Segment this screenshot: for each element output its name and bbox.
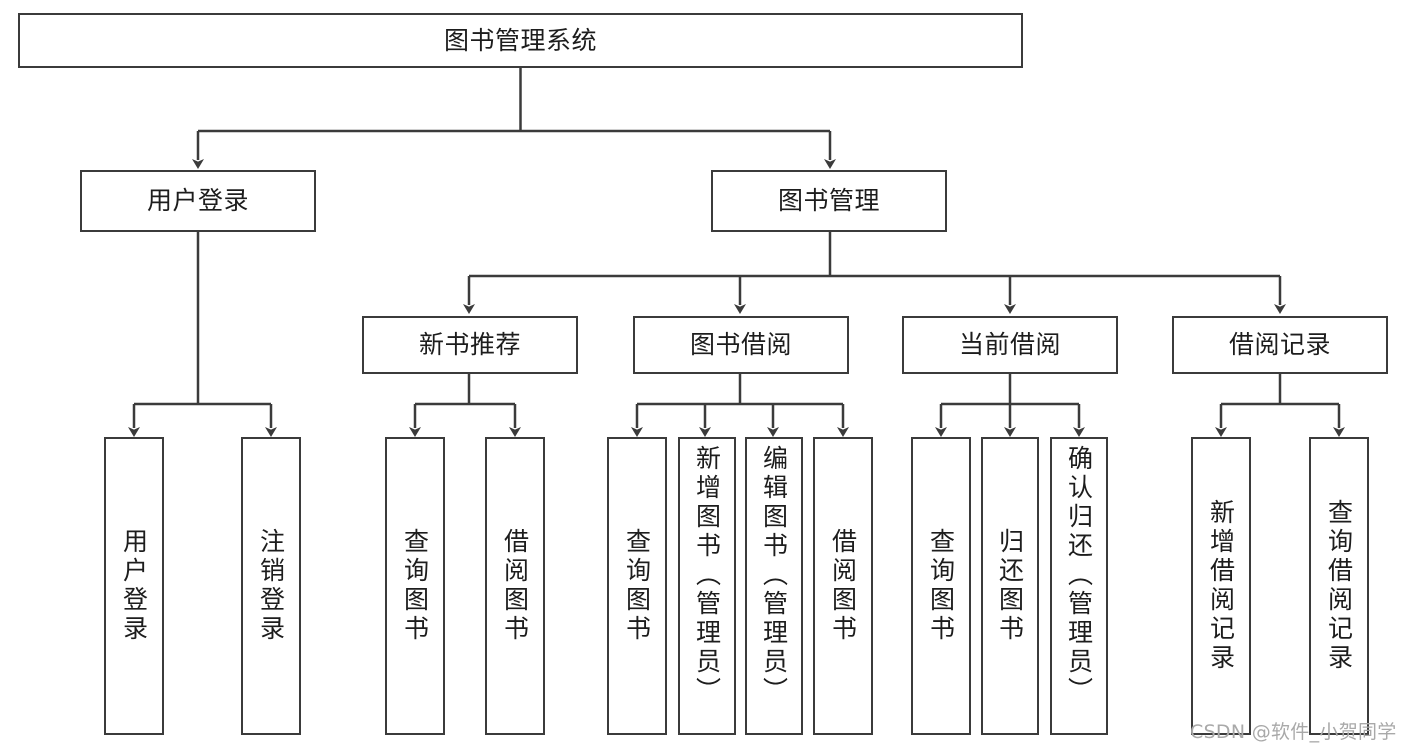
node-book-manage-label: 图书管理 <box>777 186 880 216</box>
node-leaf-query-book-1[interactable]: 查询图书 <box>385 437 445 735</box>
node-book-borrow-label: 图书借阅 <box>689 330 792 360</box>
node-borrow-record[interactable]: 借阅记录 <box>1172 316 1388 374</box>
node-book-borrow[interactable]: 图书借阅 <box>633 316 849 374</box>
node-leaf-add-borrow-record-label: 新增借阅记录 <box>1206 499 1236 673</box>
node-leaf-return-book-label: 归还图书 <box>995 528 1025 644</box>
node-borrow-record-label: 借阅记录 <box>1228 330 1331 360</box>
node-root-system[interactable]: 图书管理系统 <box>18 13 1023 68</box>
node-leaf-borrow-book-2[interactable]: 借阅图书 <box>813 437 873 735</box>
node-leaf-edit-book-admin-label: 编辑图书（管理员） <box>759 445 789 706</box>
node-leaf-query-book-2[interactable]: 查询图书 <box>607 437 667 735</box>
node-book-manage[interactable]: 图书管理 <box>711 170 947 232</box>
node-root-system-label: 图书管理系统 <box>443 25 597 55</box>
node-user-login-label: 用户登录 <box>146 186 249 216</box>
node-current-borrow-label: 当前借阅 <box>958 330 1061 360</box>
node-leaf-return-book[interactable]: 归还图书 <box>981 437 1039 735</box>
node-leaf-borrow-book-1[interactable]: 借阅图书 <box>485 437 545 735</box>
node-leaf-confirm-return-admin-label: 确认归还（管理员） <box>1064 445 1094 706</box>
node-leaf-query-book-3-label: 查询图书 <box>926 528 956 644</box>
node-leaf-borrow-book-2-label: 借阅图书 <box>828 528 858 644</box>
node-leaf-logout-login-label: 注销登录 <box>256 528 286 644</box>
node-leaf-query-book-1-label: 查询图书 <box>400 528 430 644</box>
node-leaf-query-borrow-record[interactable]: 查询借阅记录 <box>1309 437 1369 735</box>
node-new-book-recommend[interactable]: 新书推荐 <box>362 316 578 374</box>
node-leaf-logout-login[interactable]: 注销登录 <box>241 437 301 735</box>
node-leaf-query-book-3[interactable]: 查询图书 <box>911 437 971 735</box>
node-current-borrow[interactable]: 当前借阅 <box>902 316 1118 374</box>
node-user-login[interactable]: 用户登录 <box>80 170 316 232</box>
node-leaf-query-borrow-record-label: 查询借阅记录 <box>1324 499 1354 673</box>
node-leaf-add-book-admin-label: 新增图书（管理员） <box>692 445 722 706</box>
node-leaf-user-login[interactable]: 用户登录 <box>104 437 164 735</box>
node-leaf-query-book-2-label: 查询图书 <box>622 528 652 644</box>
node-leaf-borrow-book-1-label: 借阅图书 <box>500 528 530 644</box>
csdn-watermark: CSDN @软件_小贺同学 <box>1190 721 1397 743</box>
node-leaf-add-book-admin[interactable]: 新增图书（管理员） <box>678 437 736 735</box>
node-leaf-user-login-label: 用户登录 <box>119 528 149 644</box>
node-new-book-recommend-label: 新书推荐 <box>418 330 521 360</box>
node-leaf-confirm-return-admin[interactable]: 确认归还（管理员） <box>1050 437 1108 735</box>
node-leaf-edit-book-admin[interactable]: 编辑图书（管理员） <box>745 437 803 735</box>
node-leaf-add-borrow-record[interactable]: 新增借阅记录 <box>1191 437 1251 735</box>
